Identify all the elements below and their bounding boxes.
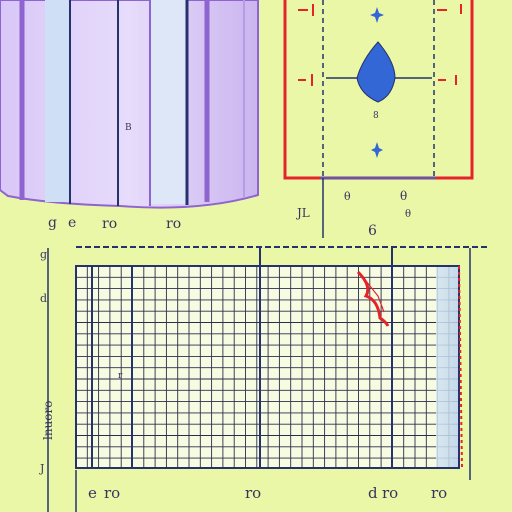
diagram-below-right-label: θ: [344, 190, 351, 203]
grid-left-mark: d: [40, 292, 47, 305]
label-row-item: g: [48, 215, 57, 231]
cylinder-band-light: [45, 0, 71, 202]
label-row: g e ro ro: [48, 215, 181, 232]
grid-table: g d J lnuoro r e ro ro d ro ro: [39, 246, 488, 512]
grid-bottom-label: ro: [382, 484, 398, 502]
grid-left-axis-text: lnuoro: [41, 401, 55, 440]
grid-bottom-label: ro: [104, 484, 120, 502]
grid-red-mark-thin: [361, 275, 385, 313]
diagram-star-top: [370, 7, 384, 23]
diagram-lower-label-b: θ: [405, 209, 411, 220]
grid-red-mark: [356, 270, 390, 327]
cylinder: B: [0, 0, 259, 209]
label-row-item: ro: [166, 216, 181, 232]
grid-red-edge: [458, 265, 463, 469]
cylinder-band-light: [150, 0, 188, 204]
grid-bottom-label: e: [88, 484, 97, 502]
diagram-center-label: 8: [373, 111, 379, 121]
diagram-bottom-label: 6: [368, 223, 377, 239]
grid-bottom-label: d: [368, 484, 378, 502]
grid-bottom-label: ro: [245, 484, 261, 502]
diagram-star-bottom: [371, 142, 383, 158]
grid-frame: [75, 265, 460, 469]
grid-corner-mark: r: [118, 371, 123, 381]
grid-lines: [76, 266, 459, 468]
diagram-lens: [356, 41, 396, 103]
diagram-side-label: JL: [295, 206, 310, 220]
grid-bottom-label: ro: [431, 484, 447, 502]
cylinder-body: [0, 0, 259, 209]
label-row-item: e: [68, 215, 76, 231]
diagram-panel: 8 θ JL θ θ 6: [283, 0, 474, 239]
diagram-lower-label-a: θ: [400, 189, 407, 203]
label-row-item: ro: [102, 216, 117, 232]
grid-left-mark: g: [40, 248, 47, 261]
grid-left-mark: J: [39, 462, 44, 475]
grid-faded-strip: [436, 267, 458, 467]
cylinder-center-mark: B: [125, 123, 132, 133]
